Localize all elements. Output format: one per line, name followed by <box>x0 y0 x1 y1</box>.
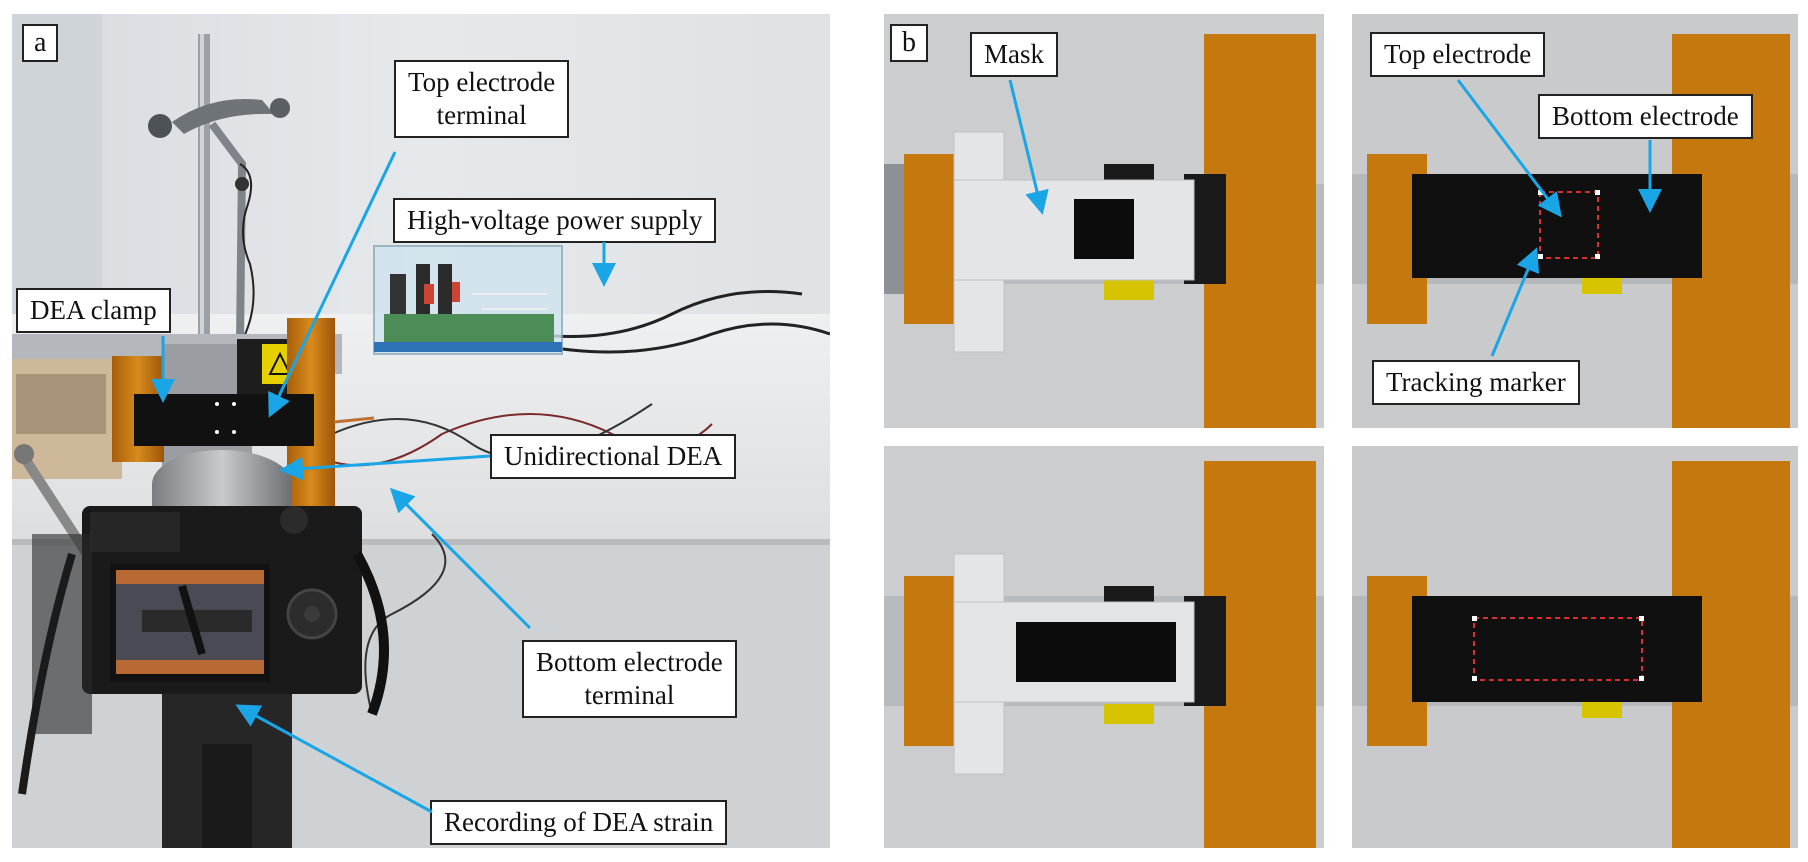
label-mask: Mask <box>970 32 1058 77</box>
lab-setup-photo <box>12 14 830 848</box>
label-dea-clamp: DEA clamp <box>16 288 171 333</box>
panel-letter-b: b <box>890 24 928 62</box>
label-bottom-terminal-line1: Bottom electrode <box>536 647 723 677</box>
label-top-electrode-terminal: Top electrode terminal <box>394 60 570 138</box>
label-top-terminal-line1: Top electrode <box>408 67 556 97</box>
mask-short-photo <box>884 14 1324 428</box>
camera-screen <box>116 570 264 674</box>
label-top-terminal-line2: terminal <box>436 100 527 130</box>
electrode-long-photo <box>1352 446 1798 848</box>
photo-b-top-left <box>884 14 1324 428</box>
panel-letter-a: a <box>22 24 59 62</box>
power-supply-unit <box>373 245 563 355</box>
mask-long-photo <box>884 446 1324 848</box>
label-bottom-electrode: Bottom electrode <box>1538 94 1753 139</box>
label-recording-of-dea-strain: Recording of DEA strain <box>430 800 728 845</box>
label-bottom-terminal-line2: terminal <box>584 680 675 710</box>
label-unidirectional-dea: Unidirectional DEA <box>490 434 737 479</box>
camera-body <box>32 506 362 734</box>
label-high-voltage-power-supply: High-voltage power supply <box>393 198 717 243</box>
photo-b-bottom-right <box>1352 446 1798 848</box>
label-tracking-marker: Tracking marker <box>1372 360 1580 405</box>
label-top-electrode: Top electrode <box>1370 32 1546 77</box>
photo-b-bottom-left <box>884 446 1324 848</box>
label-bottom-electrode-terminal: Bottom electrode terminal <box>522 640 737 718</box>
photo-panel-a <box>12 14 830 848</box>
